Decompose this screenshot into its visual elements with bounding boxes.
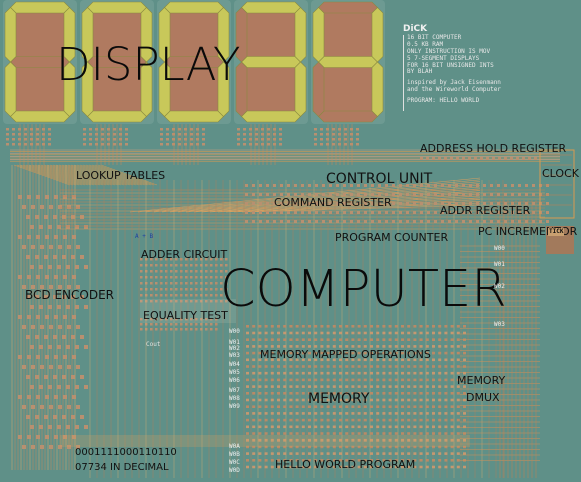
address-hold-register-label: ADDRESS HOLD REGISTER (420, 142, 567, 155)
segment (158, 61, 171, 117)
decimal-value-label: 07734 IN DECIMAL (75, 462, 169, 473)
program-counter-label: PROGRAM COUNTER (335, 231, 449, 244)
word-tag: W02 (229, 345, 240, 352)
word-tag: W00 (229, 328, 240, 335)
addr-register-label: ADDR REGISTER (440, 204, 531, 217)
segment (235, 61, 248, 117)
memory-dmux-label-2: DMUX (466, 391, 500, 404)
segment (10, 110, 70, 123)
segment (4, 7, 17, 63)
segment (371, 7, 384, 63)
bcd-encoder-label: BCD ENCODER (25, 288, 114, 302)
segment (87, 110, 147, 123)
info-line: ONLY INSTRUCTION IS MOV (407, 47, 491, 55)
word-tag: W01 (229, 339, 240, 346)
adder-circuit-label: ADDER CIRCUIT (141, 248, 228, 261)
segment (63, 61, 76, 117)
word-tag: W03 (229, 352, 240, 359)
word-tag: W04 (229, 361, 240, 368)
seven-segment-digit (234, 0, 308, 124)
equality-test-label: EQUALITY TEST (143, 309, 228, 322)
segment (164, 110, 224, 123)
seven-segment-digit (3, 0, 77, 124)
hello-world-program-label: HELLO WORLD PROGRAM (275, 458, 416, 471)
lookup-tables-label: LOOKUP TABLES (76, 169, 166, 182)
computer-name: DiCK (403, 24, 428, 34)
segment (10, 1, 70, 14)
segment (312, 61, 325, 117)
segment (164, 1, 224, 14)
segment (318, 1, 378, 14)
segment (87, 1, 147, 14)
word-tag: W05 (229, 369, 240, 376)
word-tag: W02 (494, 283, 505, 290)
c-out-label: Cout (146, 341, 161, 348)
tick-label: TICK (548, 228, 565, 236)
segment (312, 7, 325, 63)
word-tag: W0C (229, 459, 240, 466)
a-plus-b-label: A + B (135, 233, 154, 240)
word-tag: W00 (494, 245, 505, 252)
segment (318, 110, 378, 123)
word-tag: W03 (494, 321, 505, 328)
word-tag: W0D (229, 467, 240, 474)
segment (241, 110, 301, 123)
command-register-label: COMMAND REGISTER (274, 196, 392, 209)
info-line: BY BLAH (407, 68, 433, 76)
control-unit-label: CONTROL UNIT (326, 171, 433, 187)
pc-incrementor-label: PC INCREMENTOR (478, 225, 578, 238)
segment (294, 7, 307, 63)
info-line: 0.5 KB RAM (407, 40, 444, 48)
word-tag: W06 (229, 377, 240, 384)
info-line: inspired by Jack Eisenmann (407, 79, 501, 87)
memory-label: MEMORY (308, 391, 370, 407)
segment (4, 61, 17, 117)
segment (241, 56, 301, 68)
word-tag: W0B (229, 451, 240, 458)
memory-mapped-operations-label: MEMORY MAPPED OPERATIONS (260, 348, 431, 361)
segment (294, 61, 307, 117)
segment (217, 61, 230, 117)
word-tag: W09 (229, 403, 240, 410)
segment (140, 61, 153, 117)
segment (241, 1, 301, 14)
word-tag: W0A (229, 443, 240, 450)
seven-segment-digit (80, 0, 154, 124)
seven-segment-digit (311, 0, 385, 124)
info-line: PROGRAM: HELLO WORLD (407, 97, 480, 105)
computer-title: COMPUTER (220, 260, 507, 319)
info-line: FOR 16 BIT UNSIGNED INTS (407, 61, 494, 69)
segment (318, 56, 378, 68)
word-tag: W07 (229, 387, 240, 394)
seven-segment-digit (157, 0, 231, 124)
binary-value-label: 0001111000110110 (75, 447, 177, 458)
word-tag: W01 (494, 261, 505, 268)
word-tag: W08 (229, 395, 240, 402)
info-line: 5 7-SEGMENT DISPLAYS (407, 54, 480, 62)
segment (371, 61, 384, 117)
memory-dmux-label-1: MEMORY (457, 374, 506, 387)
display-title: DISPLAY (56, 38, 241, 91)
segment (81, 61, 94, 117)
info-line: and the Wireworld Computer (407, 86, 501, 94)
info-line: 16 BIT COMPUTER (407, 34, 462, 41)
clock-label: CLOCK (542, 167, 579, 180)
